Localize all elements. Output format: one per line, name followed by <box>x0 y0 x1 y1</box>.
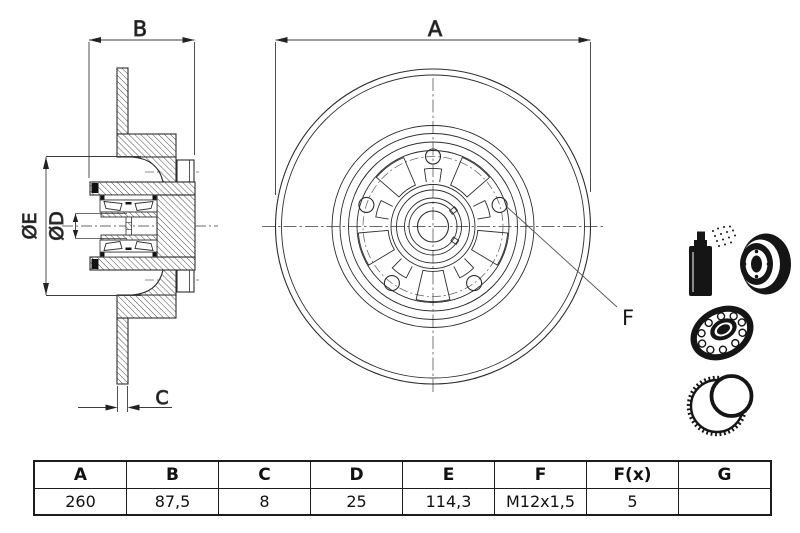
roller <box>134 200 154 212</box>
abs-sensor-ring-icon <box>686 374 754 437</box>
dimension-b: B <box>88 17 195 178</box>
bearing-housing <box>156 194 196 258</box>
dimension-c: C <box>78 386 172 412</box>
stud-top <box>91 183 99 193</box>
header-cell-e: E <box>402 460 495 489</box>
value-cell-fx: 5 <box>586 488 679 516</box>
bolt-hole <box>424 148 442 165</box>
roller <box>103 200 123 212</box>
disc-hat-top <box>116 133 177 158</box>
header-cell-b: B <box>126 460 219 489</box>
header-cell-g: G <box>678 460 772 489</box>
section-view <box>62 67 218 385</box>
table-value-row: 260 87,5 8 25 114,3 M12x1,5 5 <box>33 488 772 516</box>
header-cell-f: F <box>494 460 587 489</box>
hub-flange-bottom <box>89 256 196 271</box>
ball-bearing-icon <box>690 305 754 361</box>
friction-band-inner-circle <box>281 74 585 379</box>
header-cell-fx: F(x) <box>586 460 679 489</box>
front-view <box>262 68 606 392</box>
dim-e-label: ØE <box>19 213 41 240</box>
header-cell-c: C <box>218 460 311 489</box>
spoke <box>415 269 451 302</box>
bolt-circle <box>362 156 504 297</box>
bolt-pocket <box>473 199 491 220</box>
dimension-e: ØE <box>19 156 141 296</box>
roller <box>134 240 154 252</box>
value-cell-b: 87,5 <box>126 488 219 516</box>
dim-d-label: ØD <box>46 211 68 241</box>
dim-f-label: F <box>622 306 634 330</box>
disc-plate-top <box>116 67 129 135</box>
header-cell-a: A <box>33 460 127 489</box>
bolt-hole <box>466 275 483 292</box>
dim-c-label: C <box>155 387 168 409</box>
dimension-d: ØD <box>46 211 127 241</box>
bolt-pocket <box>391 258 413 279</box>
center-bore <box>416 210 450 243</box>
value-cell-f: M12x1,5 <box>494 488 587 516</box>
hub-flange-top <box>89 181 196 196</box>
dimension-a: A <box>275 17 591 195</box>
bolt-hole <box>358 196 375 213</box>
bolt-hole <box>491 196 508 213</box>
value-cell-e: 114,3 <box>402 488 495 516</box>
spoke <box>357 229 396 266</box>
spray-coated-disc-icon <box>689 225 791 296</box>
header-cell-d: D <box>310 460 403 489</box>
hub-column-bottom <box>131 269 177 296</box>
bolt-pocket <box>375 199 393 220</box>
disc-hat-bottom <box>116 294 177 319</box>
spoke <box>375 157 416 198</box>
value-cell-c: 8 <box>218 488 311 516</box>
stud-bottom <box>91 259 99 269</box>
disc-outer-circle <box>274 68 592 385</box>
table-header-row: A B C D E F F(x) G <box>33 460 772 489</box>
bolt-hole <box>383 275 400 292</box>
value-cell-d: 25 <box>310 488 403 516</box>
dim-b-label: B <box>133 17 147 41</box>
dimension-table: A B C D E F F(x) G 260 87,5 8 25 114,3 M… <box>33 460 772 516</box>
abs-ring-section-top <box>176 159 195 183</box>
hub-column-top <box>131 156 177 183</box>
bolt-pocket <box>453 258 475 279</box>
value-cell-a: 260 <box>33 488 127 516</box>
spoke <box>450 156 490 198</box>
value-cell-g <box>678 488 772 516</box>
disc-plate-bottom <box>116 317 129 385</box>
abs-ring-section-bottom <box>176 269 195 293</box>
dimension-f: F <box>506 206 634 330</box>
spoke <box>470 229 509 266</box>
roller <box>103 240 123 252</box>
bolt-pocket <box>423 168 443 183</box>
dim-a-label: A <box>428 17 443 41</box>
